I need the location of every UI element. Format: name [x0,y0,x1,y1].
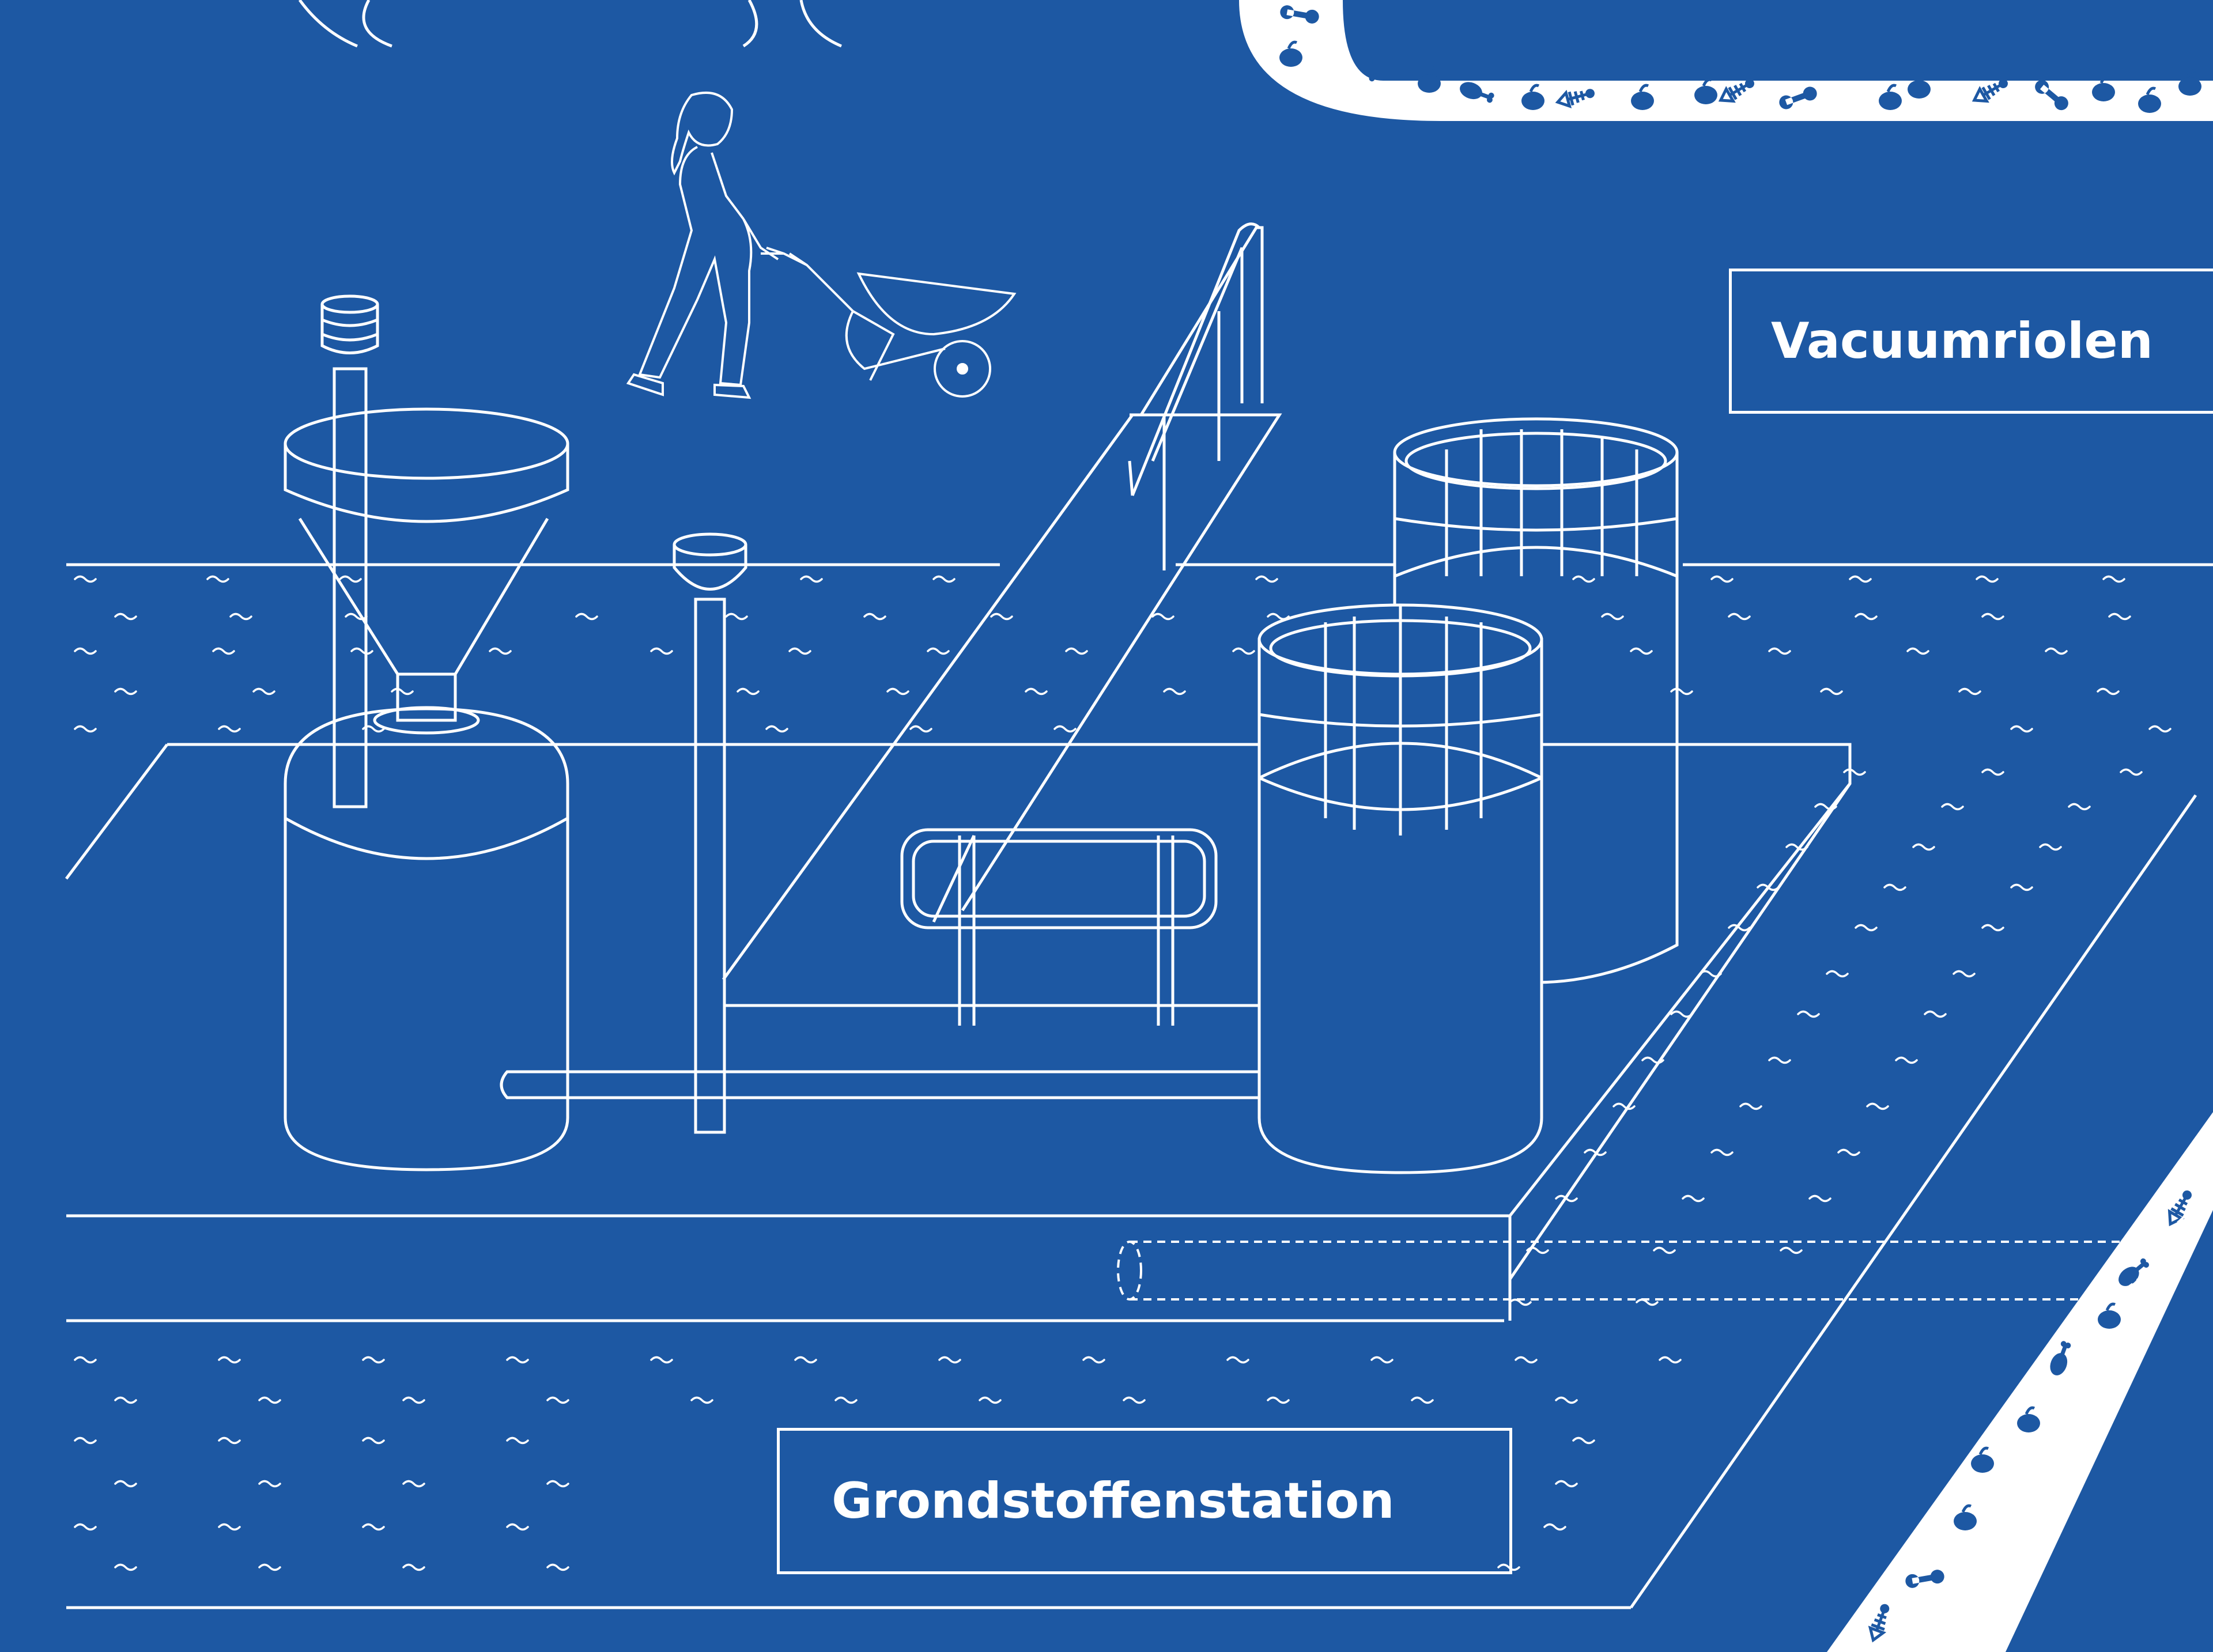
left-tank [284,706,569,1171]
vacuum-sewer-label-text: Vacuumriolen [1771,312,2153,370]
collection-hopper [284,407,569,722]
container-front [1257,603,1543,1174]
resource-station-label-text: Grondstoffenstation [832,1472,1395,1530]
vent-pipe [320,294,379,808]
resource-station-label: Grondstoffenstation [777,1428,1512,1574]
vacuum-pipe-diagonal [1827,1112,2213,1652]
water-surface [65,563,2213,1609]
vacuum-pipe-top [1239,0,2213,121]
barrier-railing [900,828,1218,1026]
bollard-post [673,532,747,1134]
access-ramp [722,222,1282,1007]
vacuum-sewer-label: Vacuumriolen [1729,269,2213,414]
person-with-wheelbarrow [626,91,1017,399]
underground-pipe [1117,1209,2191,1301]
tree-trunks [298,0,842,48]
